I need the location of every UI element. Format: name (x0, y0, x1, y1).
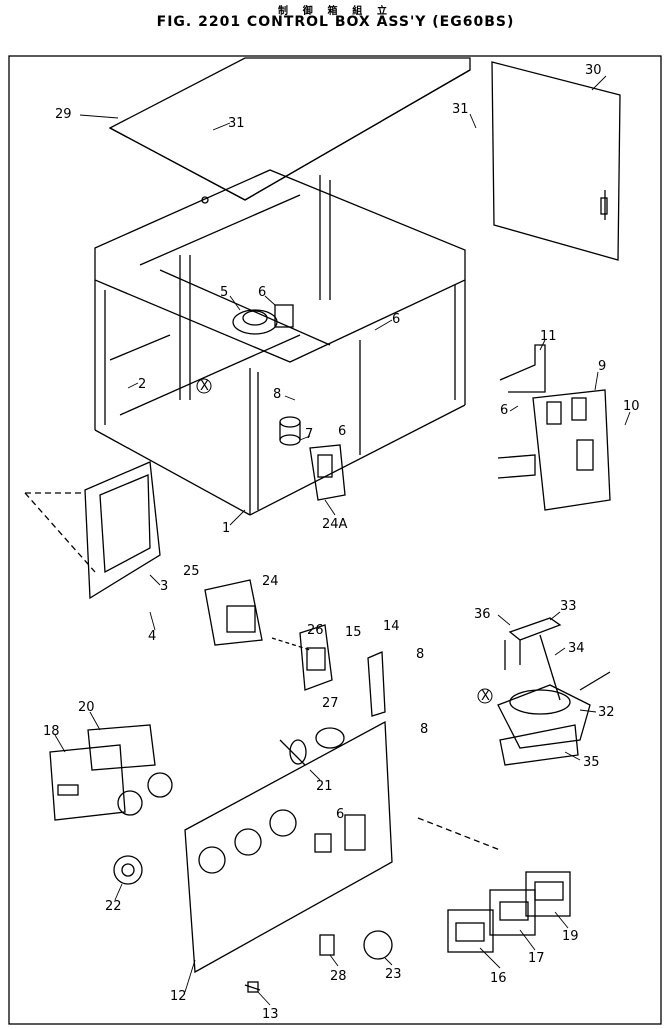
callout-21: 21 (316, 779, 333, 794)
callout-6-e: 6 (336, 807, 344, 822)
main-frame (94, 169, 466, 516)
callout-28: 28 (330, 969, 347, 984)
callout-31-a: 31 (228, 116, 245, 131)
callout-6-d: 6 (338, 424, 346, 439)
callout-8-a: 8 (273, 387, 281, 402)
leader-lines (54, 75, 631, 1006)
callout-20: 20 (78, 700, 95, 715)
callout-x-a: X (200, 379, 209, 394)
hinge-14 (367, 651, 386, 717)
callout-35: 35 (583, 755, 600, 770)
callout-17: 17 (528, 951, 545, 966)
bracket-11 (499, 344, 546, 393)
drawing-frame (8, 55, 662, 1025)
callout-12: 12 (170, 989, 187, 1004)
bracket-33-34 (504, 617, 562, 701)
callout-24a: 24A (322, 517, 348, 532)
figure-title: FIG. 2201 CONTROL BOX ASS'Y (EG60BS) (156, 14, 515, 30)
callout-2: 2 (138, 377, 146, 392)
callout-10: 10 (623, 399, 640, 414)
callout-15: 15 (345, 625, 362, 640)
callout-26: 26 (307, 623, 324, 638)
panel-meters-16-17-19 (447, 871, 571, 953)
callout-22: 22 (105, 899, 122, 914)
bolt-13 (244, 981, 261, 993)
switch-28 (319, 934, 335, 956)
callout-13: 13 (262, 1007, 279, 1022)
transformer-part (232, 304, 294, 335)
callout-32: 32 (598, 705, 615, 720)
callout-16: 16 (490, 971, 507, 986)
pilot-lamp-21-27 (279, 727, 345, 766)
callout-30: 30 (585, 63, 602, 78)
callout-31-b: 31 (452, 102, 469, 117)
side-cover-plate (491, 61, 621, 261)
pcb-panel (24, 461, 161, 600)
callout-8-b: 8 (416, 647, 424, 662)
callout-5: 5 (220, 285, 228, 300)
callout-29: 29 (55, 107, 72, 122)
callout-3: 3 (160, 579, 168, 594)
callout-34: 34 (568, 641, 585, 656)
knob-22 (113, 855, 143, 885)
callout-27: 27 (322, 696, 339, 711)
front-panel-12 (184, 720, 501, 974)
callout-1: 1 (222, 521, 230, 536)
callout-19: 19 (562, 929, 579, 944)
callout-4: 4 (148, 629, 156, 644)
capacitor-part (279, 416, 301, 446)
callout-6-b: 6 (392, 312, 400, 327)
circuit-breaker (497, 389, 611, 511)
callout-6-c: 6 (500, 403, 508, 418)
callout-23: 23 (385, 967, 402, 982)
knob-23 (363, 930, 393, 960)
reference-x-marker-a (196, 378, 212, 394)
reference-x-marker-b (477, 688, 493, 704)
callout-8-c: 8 (420, 722, 428, 737)
relay-part-24 (204, 579, 311, 651)
rheostat-32 (497, 671, 611, 766)
callout-x-b: X (481, 689, 490, 704)
title-japanese: 制 御 箱 組 立 (277, 6, 394, 17)
callout-33: 33 (560, 599, 577, 614)
hour-meter-18-20 (49, 724, 173, 821)
callout-24: 24 (262, 574, 279, 589)
callout-36: 36 (474, 607, 491, 622)
callout-25: 25 (183, 564, 200, 579)
callout-18: 18 (43, 724, 60, 739)
callout-6-a: 6 (258, 285, 266, 300)
callout-7: 7 (305, 427, 313, 442)
bracket-24a (309, 444, 346, 501)
callout-9: 9 (598, 359, 606, 374)
plate-26 (299, 624, 333, 691)
callout-labels: 29 31 31 30 5 6 6 11 2 X 9 8 6 7 6 10 24… (43, 63, 640, 1022)
callout-14: 14 (383, 619, 400, 634)
callout-11: 11 (540, 329, 557, 344)
